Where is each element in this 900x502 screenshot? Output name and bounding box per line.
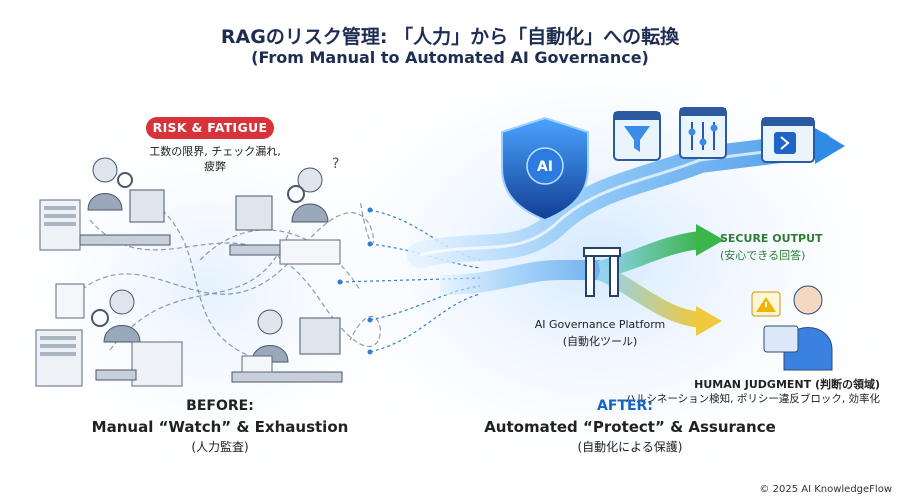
before-subtitle: (人力監査): [191, 440, 249, 454]
lower-flow: [439, 260, 600, 295]
worker-top-left: [39, 157, 171, 251]
tangled-lines: [69, 199, 381, 361]
risk-badge: RISK & FATIGUE: [146, 117, 274, 139]
svg-text:?: ?: [332, 156, 339, 172]
worker-bottom-right: [231, 309, 343, 383]
connector-dot: [367, 349, 373, 355]
risk-description-line1: 工数の限界, チェック漏れ,: [149, 145, 281, 158]
funnel-icon: [613, 111, 661, 161]
copyright: © 2025 AI KnowledgeFlow: [759, 484, 892, 495]
shield-label: AI: [537, 159, 553, 175]
secure-output-subtitle: (安心できる回答): [720, 249, 806, 262]
human-judgment-title: HUMAN JUDGMENT (判断の領域): [694, 378, 880, 391]
flow-highlight: [419, 143, 821, 257]
connector-dot: [367, 241, 373, 247]
flow-end-arrowhead: [815, 128, 845, 164]
gate-icon: [583, 247, 621, 297]
connector-dot: [337, 279, 343, 285]
after-subtitle: (自動化による保護): [577, 440, 683, 454]
page-title: RAGのリスク管理: 「人力」から「自動化」への転換: [220, 26, 680, 48]
human-reviewer: [763, 285, 833, 371]
platform-subtitle: (自動化ツール): [562, 335, 638, 348]
shield-icon: [501, 116, 589, 222]
before-label: BEFORE:: [186, 398, 254, 414]
sliders-icon: [679, 107, 727, 159]
human-judgment-arrowhead: [696, 306, 722, 336]
connector-dot: [367, 207, 373, 213]
secure-output-arrowhead: [696, 224, 724, 256]
worker-top-right: ?: [229, 156, 341, 265]
warning-icon: [751, 291, 781, 317]
secure-output-title: SECURE OUTPUT: [720, 232, 823, 245]
before-title: Manual “Watch” & Exhaustion: [91, 418, 349, 436]
after-title: Automated “Protect” & Assurance: [484, 418, 776, 436]
risk-description: 工数の限界, チェック漏れ, 疲弊: [130, 144, 300, 174]
human-judgment-subtitle: ハルシネーション検知, ポリシー違反ブロック, 効率化: [625, 393, 880, 405]
platform-name: AI Governance Platform: [534, 318, 666, 331]
page-subtitle: (From Manual to Automated AI Governance): [251, 48, 649, 67]
connector-dot: [367, 317, 373, 323]
risk-description-line2: 疲弊: [204, 160, 226, 173]
after-label: AFTER:: [597, 398, 653, 414]
worker-bottom-left: [35, 283, 183, 387]
terminal-icon: [761, 117, 815, 163]
